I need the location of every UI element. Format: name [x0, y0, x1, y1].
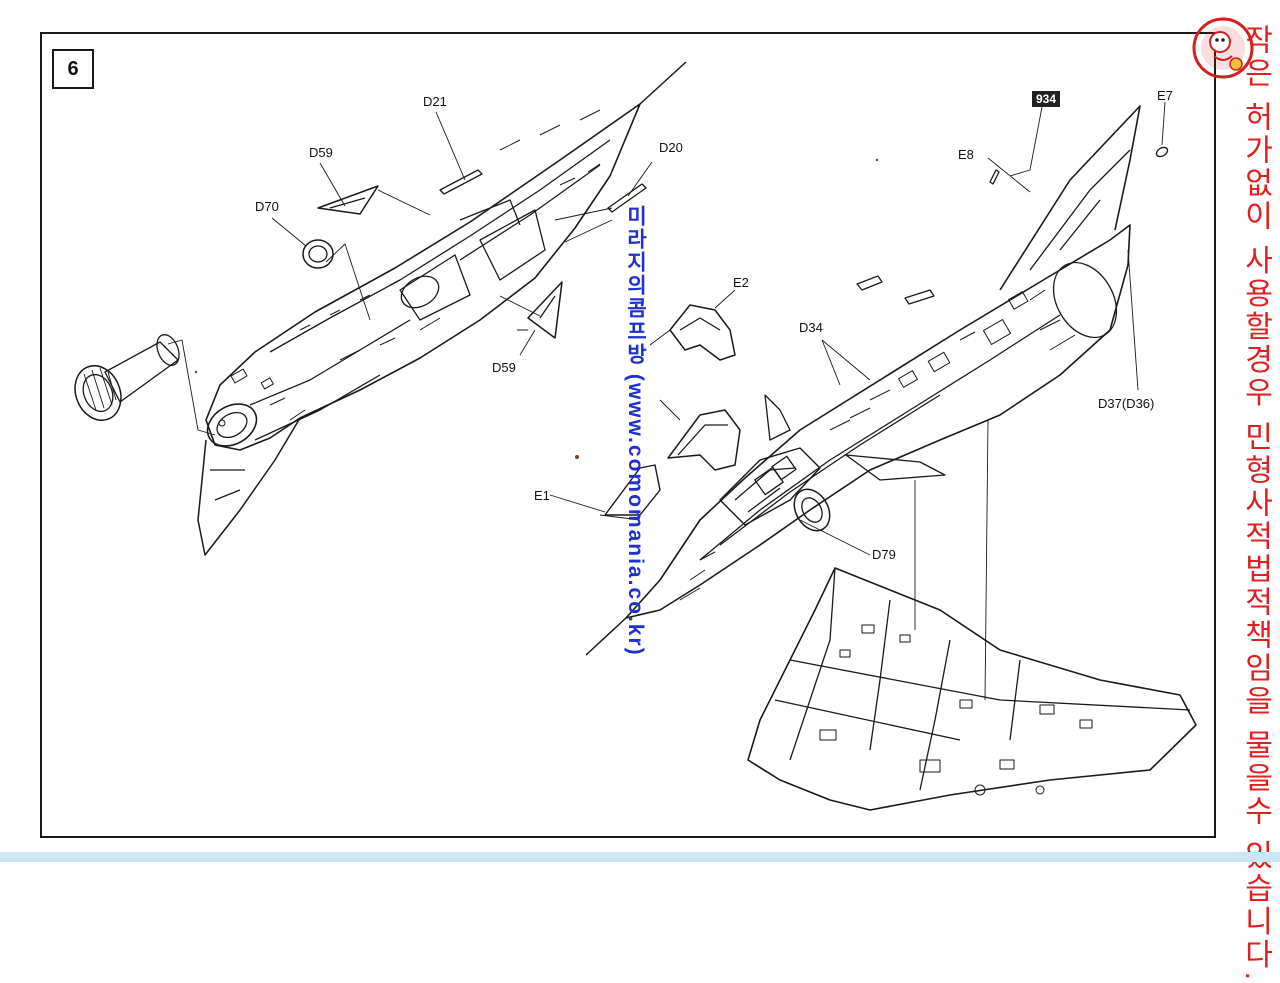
part-d59-top: [317, 185, 379, 215]
copyright-notice: 작은 허가없이 사용할경우 민형사적법적책임을 물을수 있습니다.: [1239, 24, 1272, 983]
right-fuselage-illustration: [549, 101, 1169, 656]
callout-d59-bottom: D59: [492, 360, 516, 375]
part-d21: [439, 169, 483, 195]
callout-d59-top: D59: [309, 145, 333, 160]
callout-d34: D34: [799, 320, 823, 335]
wing-illustration: [747, 419, 1197, 811]
exhaust-nozzle-part: [74, 334, 180, 421]
scan-edge-band: [0, 852, 1280, 862]
part-e1-canopy: [667, 409, 741, 471]
decal-number-badge: 934: [1032, 91, 1061, 107]
callout-e1: E1: [534, 488, 550, 503]
part-d70-disc: [302, 239, 334, 269]
part-d59-bottom: [527, 281, 563, 339]
callout-e2: E2: [733, 275, 749, 290]
callout-d37: D37(D36): [1098, 396, 1155, 411]
assembly-diagram: [74, 61, 1197, 811]
left-fuselage-illustration: [74, 61, 687, 556]
part-e2-canopy: [669, 304, 736, 361]
instruction-frame: [40, 32, 1216, 838]
part-e8: [989, 169, 1000, 185]
step-number: 6: [67, 57, 79, 80]
step-number-box: 6: [52, 49, 94, 89]
callout-d21: D21: [423, 94, 447, 109]
part-e7: [1155, 146, 1169, 158]
callout-e7: E7: [1157, 88, 1173, 103]
callout-d79: D79: [872, 547, 896, 562]
mascot-stamp-icon: [1192, 17, 1254, 79]
callout-e8: E8: [958, 147, 974, 162]
watermark-url: 미라지의콤프방 (www.comomania.co.kr): [624, 205, 647, 657]
callout-d20: D20: [659, 140, 683, 155]
callout-d70: D70: [255, 199, 279, 214]
